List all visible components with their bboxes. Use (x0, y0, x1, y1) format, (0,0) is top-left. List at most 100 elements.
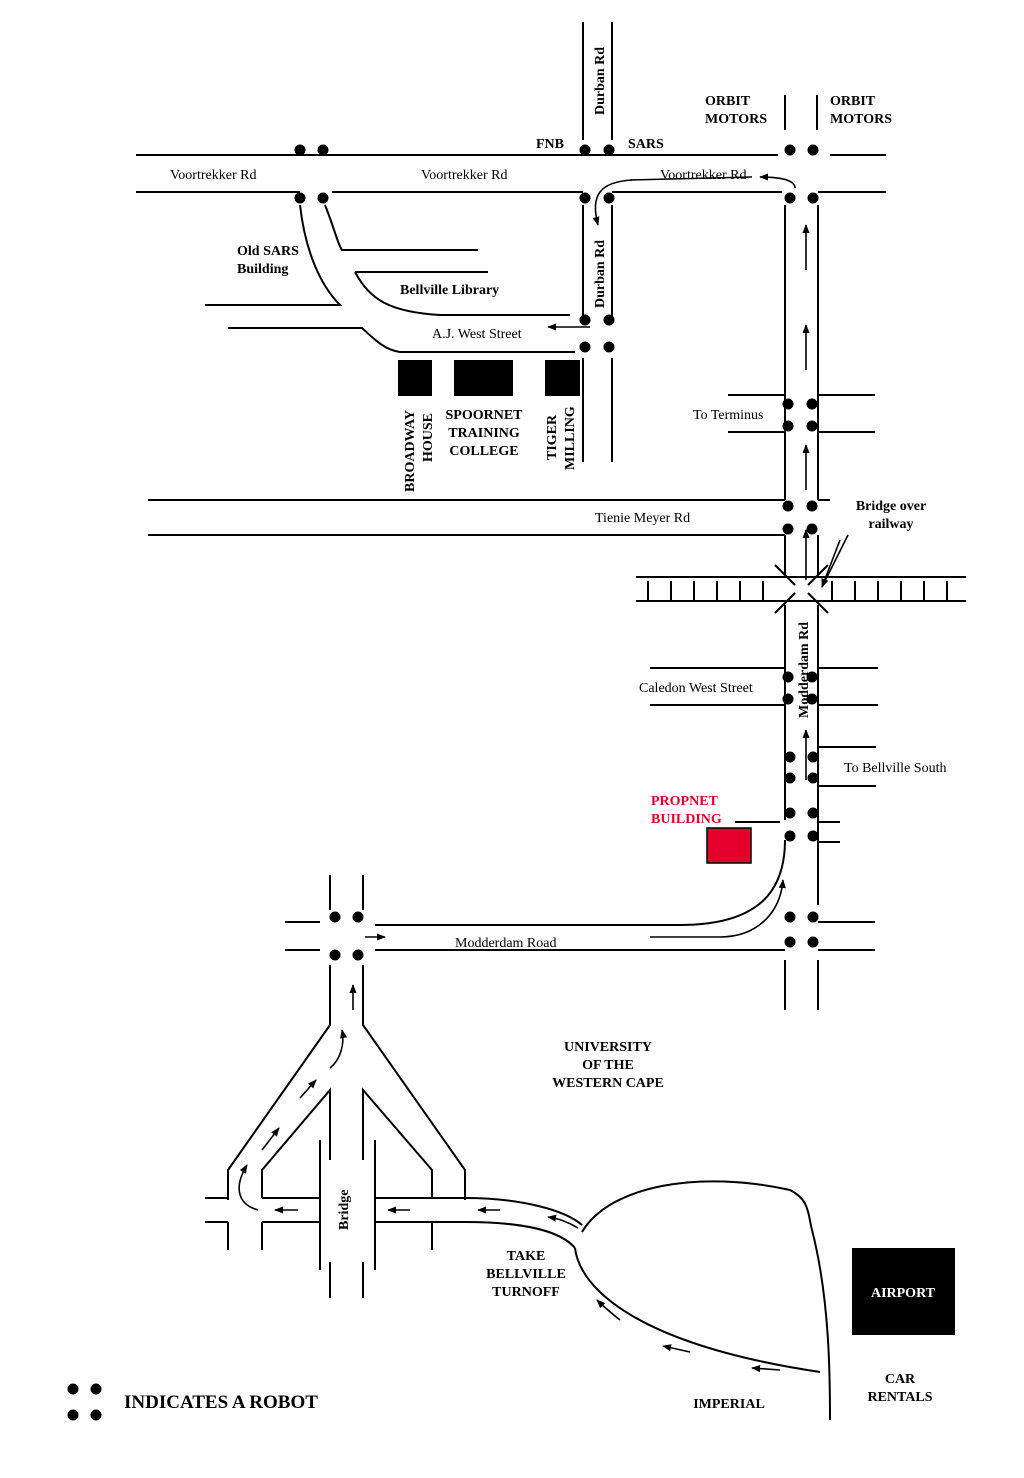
robot-dot (806, 420, 818, 432)
robot-dot (807, 772, 819, 784)
bridge-label: Bridge (337, 1190, 352, 1230)
propnet-l1: PROPNET (651, 794, 719, 809)
robot-dot (603, 341, 615, 353)
robot-dot (784, 936, 796, 948)
robot-dot (784, 911, 796, 923)
old-sars-l1: Old SARS (237, 244, 299, 259)
spoornet-l1: SPOORNET (445, 408, 523, 423)
orbit-right-l2: MOTORS (830, 112, 892, 127)
railway (636, 564, 966, 614)
robot-dot (784, 830, 796, 842)
robot-dot (784, 751, 796, 763)
robot-dot (807, 192, 819, 204)
robot-dot (806, 693, 818, 705)
road-network (136, 22, 966, 1421)
to-bellville-south-label: To Bellville South (844, 761, 946, 776)
robot-dot (782, 693, 794, 705)
robot-dot (579, 341, 591, 353)
voortrekker-road (136, 154, 886, 193)
fnb-label: FNB (536, 137, 564, 152)
legend: INDICATES A ROBOT (67, 1383, 318, 1421)
bridge-over-l1: Bridge over (856, 499, 926, 514)
voortrekker-left-label: Voortrekker Rd (170, 168, 256, 183)
robot-dot (807, 751, 819, 763)
tiger-milling-block (545, 360, 580, 396)
robot-dot (603, 314, 615, 326)
robot-dot (317, 144, 329, 156)
uwc-l2: OF THE (582, 1058, 634, 1073)
modderdam-rd-label: Modderdam Rd (797, 622, 812, 718)
robot-dot (579, 192, 591, 204)
robot-dot (329, 911, 341, 923)
robot-icon (67, 1383, 102, 1421)
car-rentals-l1: CAR (885, 1372, 916, 1387)
durban-mid-label: Durban Rd (593, 240, 608, 308)
airport-block[interactable] (852, 1248, 955, 1335)
robot-dot (806, 523, 818, 535)
library-label: Bellville Library (400, 283, 499, 298)
bridge-over-l2: railway (868, 517, 913, 532)
robot-dot (294, 192, 306, 204)
broadway-house-block (398, 360, 432, 396)
spoornet-l2: TRAINING (448, 426, 520, 441)
spoornet-l3: COLLEGE (449, 444, 518, 459)
orbit-left-l1: ORBIT (705, 94, 751, 109)
sars-label: SARS (628, 137, 664, 152)
propnet-l2: BUILDING (651, 812, 722, 827)
robot-dot (807, 807, 819, 819)
robot-dot (352, 911, 364, 923)
robot-dot (782, 500, 794, 512)
robot-dot (782, 671, 794, 683)
robot-dot (603, 144, 615, 156)
orbit-left-l2: MOTORS (705, 112, 767, 127)
labels: Voortrekker Rd Voortrekker Rd Voortrekke… (170, 47, 946, 1412)
robot-dot (807, 911, 819, 923)
broadway-l2: HOUSE (421, 413, 436, 462)
broadway-l1: BROADWAY (403, 410, 418, 492)
voortrekker-mid-label: Voortrekker Rd (421, 168, 507, 183)
robot-dot (807, 936, 819, 948)
robot-dot (603, 192, 615, 204)
robot-dot (806, 500, 818, 512)
voortrekker-right-label: Voortrekker Rd (660, 168, 746, 183)
robot-dot (806, 398, 818, 410)
robots (294, 144, 819, 961)
aj-west-label: A.J. West Street (432, 327, 522, 342)
buildings (398, 360, 955, 1335)
uwc-l3: WESTERN CAPE (552, 1076, 664, 1091)
robot-dot (784, 807, 796, 819)
robot-dot (807, 830, 819, 842)
robot-dot (294, 144, 306, 156)
propnet-building[interactable] (706, 827, 752, 864)
durban-road (582, 22, 613, 462)
robot-dot (784, 772, 796, 784)
durban-top-label: Durban Rd (593, 47, 608, 115)
modderdam-road-vertical (784, 205, 819, 1010)
imperial-label: IMPERIAL (693, 1397, 765, 1412)
robot-dot (329, 949, 341, 961)
uwc-l1: UNIVERSITY (564, 1040, 652, 1055)
tiger-l1: TIGER (545, 414, 560, 460)
robot-dot (784, 192, 796, 204)
robot-dot (782, 398, 794, 410)
robot-dot (784, 144, 796, 156)
robot-dot (352, 949, 364, 961)
robot-dot (807, 144, 819, 156)
tienie-meyer-label: Tienie Meyer Rd (595, 511, 690, 526)
robot-dot (317, 192, 329, 204)
route-arrows (238, 173, 849, 1373)
caledon-west-label: Caledon West Street (639, 681, 753, 696)
old-sars-l2: Building (237, 262, 288, 277)
robot-dot (806, 671, 818, 683)
to-terminus-label: To Terminus (693, 408, 764, 423)
turnoff-l2: BELLVILLE (486, 1267, 566, 1282)
robot-dot (782, 523, 794, 535)
turnoff-l3: TURNOFF (492, 1285, 560, 1300)
spoornet-block (454, 360, 513, 396)
legend-text: INDICATES A ROBOT (124, 1392, 318, 1413)
car-rentals-l2: RENTALS (867, 1390, 932, 1405)
modderdam-road-label: Modderdam Road (455, 936, 556, 951)
airport-label: AIRPORT (871, 1286, 936, 1301)
robot-dot (782, 420, 794, 432)
robot-dot (579, 144, 591, 156)
